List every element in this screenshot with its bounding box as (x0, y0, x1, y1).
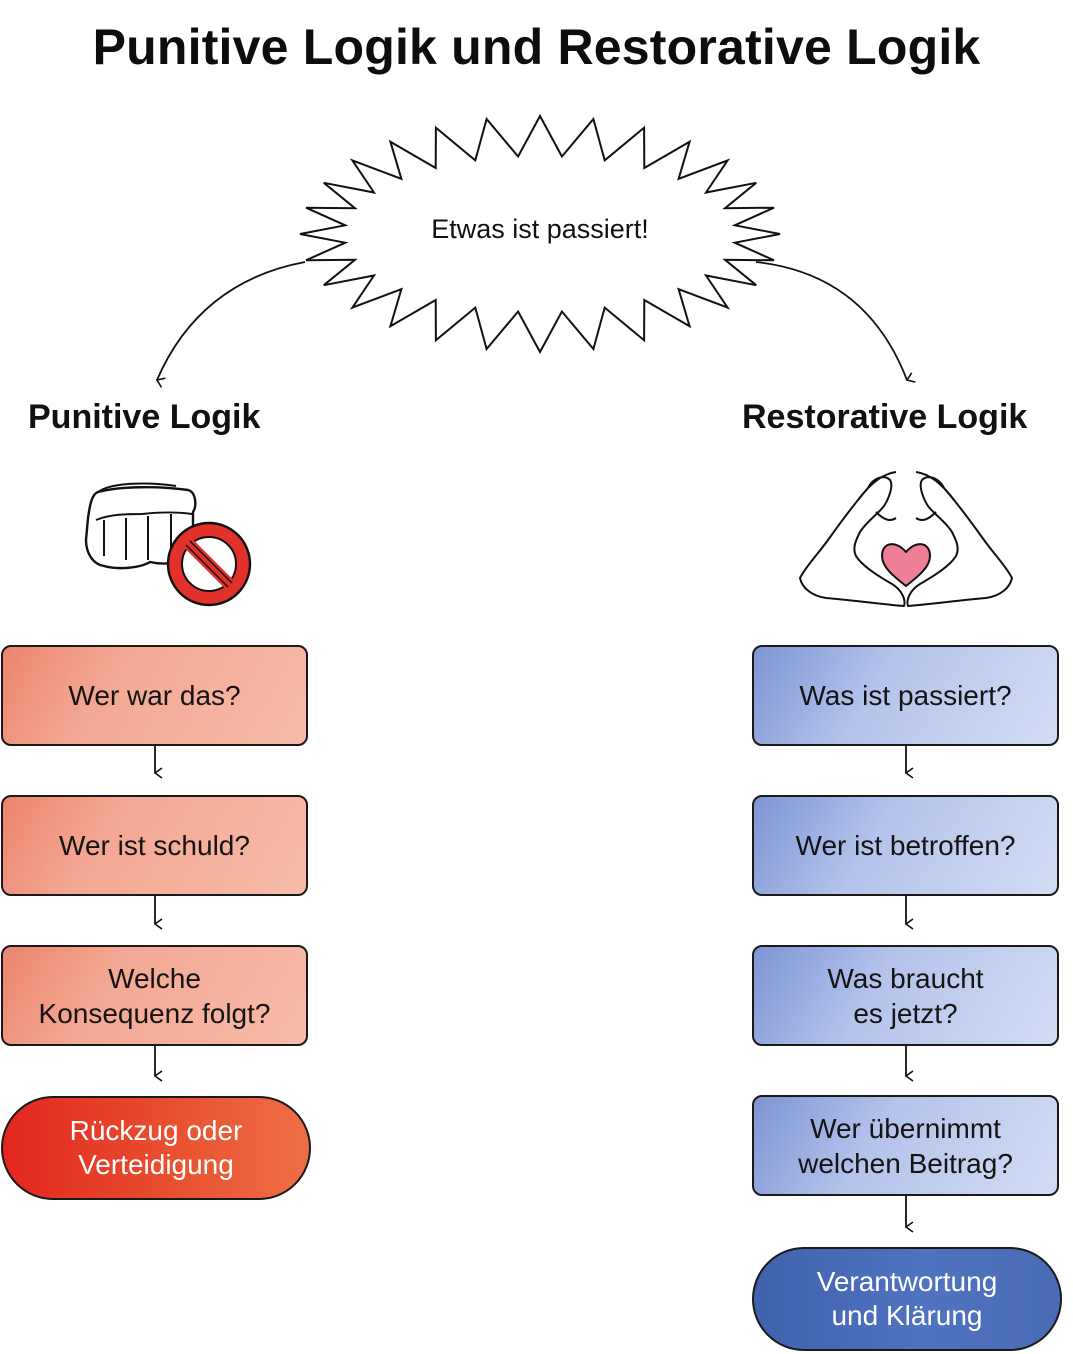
arrow-to-restorative (755, 261, 916, 383)
punitive-step-3: Welche Konsequenz folgt? (1, 945, 308, 1046)
event-label: Etwas ist passiert! (431, 214, 649, 244)
punitive-step-2: Wer ist schuld? (1, 795, 308, 896)
diagram-title: Punitive Logik und Restorative Logik (92, 19, 981, 75)
restorative-result: Verantwortung und Klärung (752, 1247, 1062, 1351)
hands-heart-icon (799, 471, 1013, 607)
punitive-heading: Punitive Logik (28, 398, 261, 436)
starburst-shape (299, 113, 781, 355)
restorative-step-2: Wer ist betroffen? (752, 795, 1059, 896)
restorative-step-1: Was ist passiert? (752, 645, 1059, 746)
fist-with-prohibition-icon (84, 482, 252, 607)
punitive-step-1: Wer war das? (1, 645, 308, 746)
punitive-result: Rückzug oder Verteidigung (1, 1096, 311, 1200)
restorative-step-3: Was braucht es jetzt? (752, 945, 1059, 1046)
restorative-step-4: Wer übernimmt welchen Beitrag? (752, 1095, 1059, 1196)
restorative-heading: Restorative Logik (742, 398, 1028, 436)
arrow-to-punitive (155, 261, 306, 388)
